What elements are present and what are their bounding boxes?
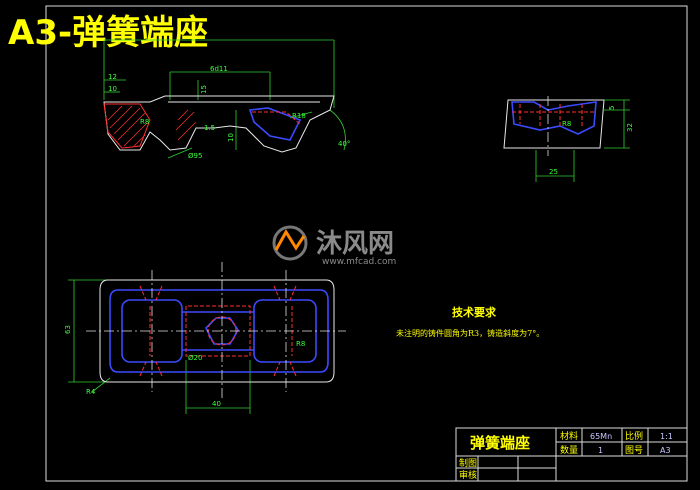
dim-25: 25 — [549, 168, 558, 176]
material-value: 65Mn — [590, 432, 612, 441]
dim-6d11: 6d11 — [210, 65, 228, 73]
quantity-value: 1 — [598, 446, 603, 455]
dim-r8-side: R8 — [562, 120, 571, 128]
title-block: 弹簧端座 材料 65Mn 比例 1:1 数量 1 图号 A3 制图 审核 — [455, 427, 688, 482]
dim-1-5: 1.5 — [204, 124, 215, 132]
scale-label: 比例 — [625, 430, 643, 442]
material-label: 材料 — [560, 430, 578, 442]
scale-value: 1:1 — [660, 432, 673, 441]
dim-10-mid: 10 — [227, 133, 235, 142]
section-hatch — [103, 103, 197, 149]
quantity-label: 数量 — [560, 444, 578, 456]
part-name: 弹簧端座 — [470, 434, 530, 452]
dim-r18: R18 — [292, 112, 306, 120]
watermark-brand: 沐风网 — [316, 229, 394, 259]
side-view: 5 32 25 R8 — [503, 96, 634, 182]
dim-10-top: 10 — [108, 85, 117, 93]
tech-notes-heading: 技术要求 — [452, 305, 497, 319]
watermark-logo-icon — [272, 225, 308, 261]
dim-r8-front: R8 — [140, 118, 149, 126]
front-view: 12 10 6d11 15 1.5 10 R8 R18 40° Ø95 — [103, 39, 350, 160]
drawing-title: A3-弹簧端座 — [8, 13, 208, 53]
dim-32: 32 — [626, 123, 634, 132]
dim-5: 5 — [608, 106, 616, 110]
drawing-no-label: 图号 — [625, 445, 643, 456]
tech-notes-body: 未注明的铸件圆角为R3，铸造斜度为7°。 — [396, 328, 544, 338]
dim-r4: R4 — [86, 388, 96, 396]
watermark: 沐风网 www.mfcad.com — [272, 225, 396, 267]
technical-requirements: 技术要求 未注明的铸件圆角为R3，铸造斜度为7°。 — [396, 305, 544, 338]
dim-r8-plan: R8 — [296, 340, 305, 348]
checked-label: 审核 — [459, 469, 477, 481]
dim-12: 12 — [108, 73, 117, 81]
plan-view: 63 R4 Ø20 R8 40 — [64, 262, 346, 414]
dim-40deg: 40° — [338, 140, 350, 148]
dim-diam-20: Ø20 — [188, 354, 202, 362]
drawing-no-value: A3 — [660, 446, 671, 455]
watermark-url: www.mfcad.com — [322, 257, 396, 267]
dim-40: 40 — [212, 400, 221, 408]
dim-15: 15 — [200, 85, 208, 94]
dim-diam-95: Ø95 — [188, 152, 202, 160]
drawn-label: 制图 — [459, 457, 477, 469]
dim-63: 63 — [64, 325, 72, 334]
drawing-frame — [45, 5, 688, 482]
